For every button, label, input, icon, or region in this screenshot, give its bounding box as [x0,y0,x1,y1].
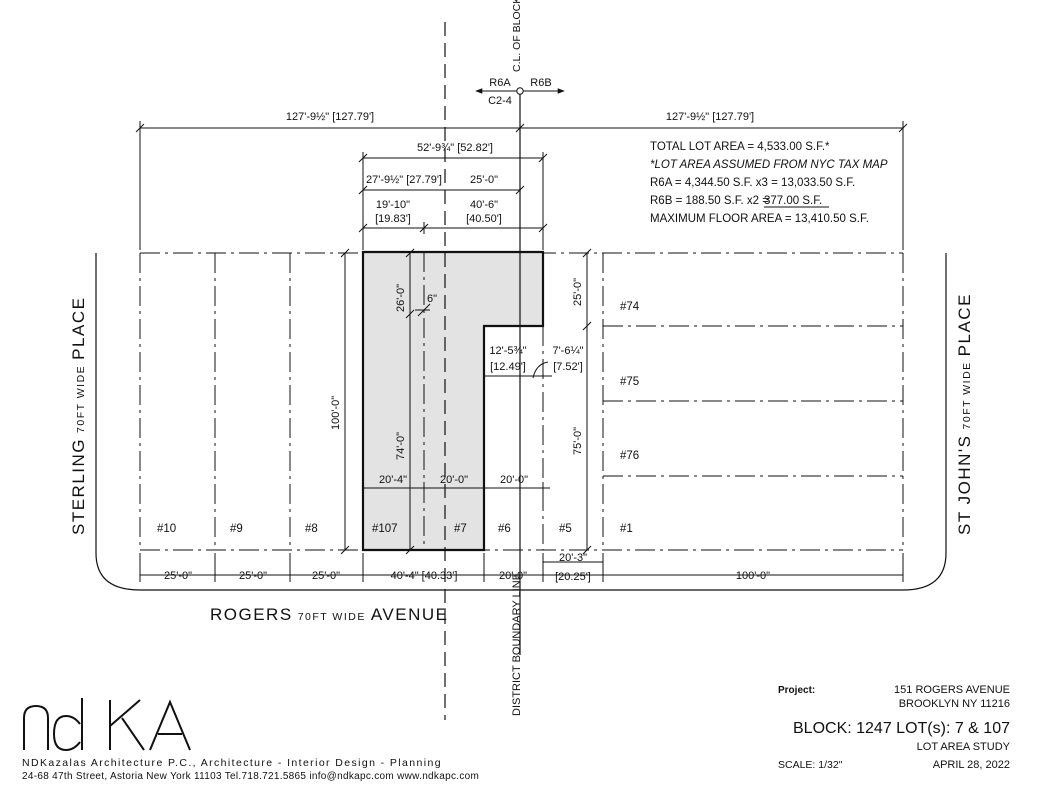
note-r6b: R6B = 188.50 S.F. x2 = [650,195,769,207]
lot-75: #75 [620,376,639,388]
dim-site [358,152,548,250]
svg-text:STERLING70FT WIDEPLACE: STERLING70FT WIDEPLACE [69,297,88,535]
dim-overall [135,121,908,250]
dim-40: 40'-6" [470,199,498,211]
dim-bottom-1: 25'-0" [164,570,192,582]
dim-bottom-4: 40'-4" [40.33'] [391,570,458,582]
dim-20-4: 20'-4" [379,474,407,486]
ndka-logo-mark [23,698,191,752]
dim-75: 75'-0" [572,427,584,455]
zone-r6b: R6B [530,77,551,89]
note-total: TOTAL LOT AREA = 4,533.00 S.F.* [650,141,830,153]
lot-1: #1 [620,523,633,535]
dim-40b: [40.50'] [466,213,502,225]
lot-74: #74 [620,301,640,313]
lot-76: #76 [620,450,639,462]
dim-bottom-6: 100'-0" [736,570,770,582]
dim-25-top: 25'-0" [470,174,498,186]
svg-text:ST JOHN'S70FT WIDEPLACE: ST JOHN'S70FT WIDEPLACE [955,293,974,535]
dim-20-0b: 20'-0" [500,474,528,486]
lot-10: #10 [157,523,176,535]
firm-logo [22,696,192,759]
study-title: LOT AREA STUDY [917,741,1011,753]
firm-name: NDKazalas Architecture P.C., Architectur… [22,757,442,769]
project-label: Project: [778,685,815,696]
area-notes: TOTAL LOT AREA = 4,533.00 S.F.* *LOT ARE… [650,141,888,225]
dim-vertical [340,248,592,555]
dim-bottom-5: 20'-0" [499,570,527,582]
district-boundary-label: DISTRICT BOUNDARY LINE [511,573,523,716]
curb-lines [95,253,947,591]
street-st-johns: ST JOHN'S70FT WIDEPLACE [955,293,974,535]
subject-site [361,250,545,552]
firm-address: 24-68 47th Street, Astoria New York 1110… [22,771,480,782]
dim-19b: [19.83'] [375,213,411,225]
dim-left-half: 127'-9½" [127.79'] [286,111,374,123]
dim-7: 7'-6¼" [552,345,583,357]
lot-107: #107 [372,523,398,535]
dim-bottom [139,553,904,582]
dim-25v: 25'-0" [572,278,584,306]
dim-74: 74'-0" [395,432,407,460]
lot-9: #9 [230,523,243,535]
dim-12: 12'-5¾" [489,345,526,357]
date: APRIL 28, 2022 [933,759,1010,771]
title-block: Project: 151 ROGERS AVENUE BROOKLYN NY 1… [778,684,1011,771]
dim-7b: [7.52'] [553,361,583,373]
dim-19: 19'-10" [376,199,410,211]
lot-numbers: #10 #9 #8 #107 #7 #6 #5 #1 #74 #75 #76 [157,301,640,535]
zone-r6a: R6A [489,77,511,89]
dim-12b: [12.49'] [490,361,526,373]
note-r6a: R6A = 4,344.50 S.F. x3 = 13,033.50 S.F. [650,177,855,189]
street-sterling: STERLING70FT WIDEPLACE [69,297,88,535]
dim-26: 26'-0" [395,284,407,312]
cl-of-block-label: C.L. OF BLOCK [511,0,523,72]
note-max: MAXIMUM FLOOR AREA = 13,410.50 S.F. [650,213,869,225]
dim-20-3: 20'-3" [559,552,587,564]
dim-52: 52'-9¾" [52.82'] [417,142,493,154]
note-assumed: *LOT AREA ASSUMED FROM NYC TAX MAP [650,159,888,171]
lot-8: #8 [305,523,318,535]
lot-7: #7 [454,523,467,535]
block-lot: BLOCK: 1247 LOT(s): 7 & 107 [793,720,1010,737]
zone-marker: R6A R6B C2-4 C.L. OF BLOCK [475,0,565,107]
dim-100v: 100'-0" [330,396,342,430]
dim-6: 6" [427,293,437,305]
project-line1: 151 ROGERS AVENUE [894,684,1010,696]
dim-right-half: 127'-9½" [127.79'] [666,111,754,123]
dim-bottom-3: 25'-0" [312,570,340,582]
lot-6: #6 [498,523,511,535]
lot-5: #5 [559,523,572,535]
project-line2: BROOKLYN NY 11216 [899,698,1010,710]
note-r6b-value: 377.00 S.F. [764,195,822,207]
scale: SCALE: 1/32" [778,759,843,771]
dim-20-0a: 20'-0" [440,474,468,486]
zone-c2-4: C2-4 [488,95,512,107]
dim-bottom-2: 25'-0" [239,570,267,582]
dim-27: 27'-9½" [27.79'] [366,174,442,186]
dim-interior [362,361,552,494]
dim-20-3b: [20.25'] [555,571,591,583]
